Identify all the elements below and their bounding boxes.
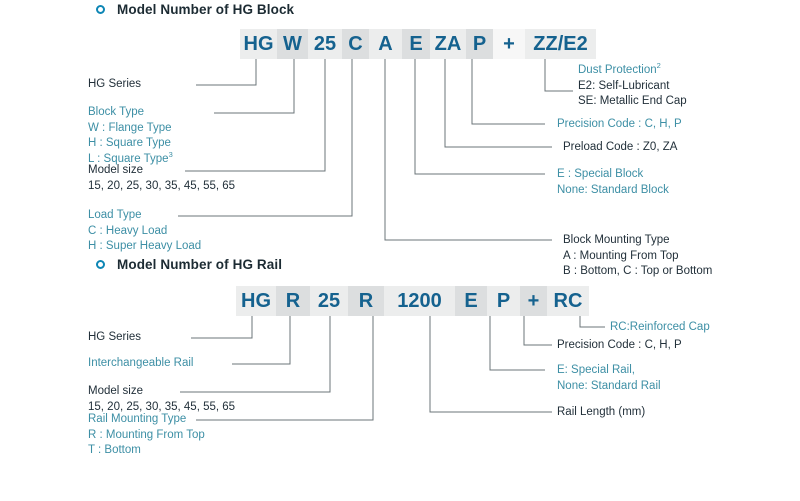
note-special-block: E : Special Block None: Standard Block xyxy=(557,168,669,196)
rail-token-plus: + xyxy=(520,286,547,316)
note-dust-protection: Dust Protection2 E2: Self-Lubricant SE: … xyxy=(578,61,687,107)
footnote-marker-2: 2 xyxy=(656,61,661,71)
footnote-marker-3: 3 xyxy=(168,149,173,159)
note-model-size-rail: Model size 15, 20, 25, 30, 35, 45, 55, 6… xyxy=(88,385,236,413)
rail-token-cap[interactable]: RC xyxy=(547,286,589,316)
note-block-mounting-type: Block Mounting Type A : Mounting From To… xyxy=(563,234,713,277)
rail-section-title: Model Number of HG Rail xyxy=(117,257,283,272)
block-token-series[interactable]: HG xyxy=(240,29,277,59)
rail-token-interchange[interactable]: R xyxy=(276,286,310,316)
ring-bullet-icon xyxy=(96,5,105,14)
block-token-block-type[interactable]: W xyxy=(277,29,308,59)
note-special-rail: E: Special Rail, None: Standard Rail xyxy=(557,364,661,392)
note-reinforced-cap: RC:Reinforced Cap xyxy=(610,321,710,333)
block-token-precision[interactable]: P xyxy=(466,29,493,59)
block-token-size[interactable]: 25 xyxy=(308,29,342,59)
block-token-plus: + xyxy=(493,29,525,59)
note-rail-length: Rail Length (mm) xyxy=(557,406,646,418)
rail-code-row: HG R 25 R 1200 E P + RC xyxy=(236,286,589,316)
rail-section-header: Model Number of HG Rail xyxy=(96,257,282,272)
ring-bullet-icon xyxy=(96,260,105,269)
note-hg-series-block: HG Series xyxy=(88,78,142,90)
rail-token-series[interactable]: HG xyxy=(236,286,276,316)
block-token-load-type[interactable]: C xyxy=(342,29,369,59)
note-precision-code-block: Precision Code : C, H, P xyxy=(557,118,682,130)
note-block-type: Block Type W : Flange Type H : Square Ty… xyxy=(88,106,173,165)
note-load-type: Load Type C : Heavy Load H : Super Heavy… xyxy=(88,209,202,252)
rail-token-precision[interactable]: P xyxy=(487,286,520,316)
note-rail-mounting-type: Rail Mounting Type R : Mounting From Top… xyxy=(88,413,205,456)
block-token-dust[interactable]: ZZ/E2 xyxy=(525,29,596,59)
note-precision-code-rail: Precision Code : C, H, P xyxy=(557,339,682,351)
note-hg-series-rail: HG Series xyxy=(88,331,142,343)
rail-token-size[interactable]: 25 xyxy=(310,286,348,316)
note-interchangeable-rail: Interchangeable Rail xyxy=(88,357,194,369)
block-token-preload[interactable]: ZA xyxy=(430,29,466,59)
block-section-header: Model Number of HG Block xyxy=(96,2,294,17)
note-preload-code: Preload Code : Z0, ZA xyxy=(563,141,678,153)
rail-token-length[interactable]: 1200 xyxy=(384,286,455,316)
note-model-size-block: Model size 15, 20, 25, 30, 35, 45, 55, 6… xyxy=(88,164,236,192)
rail-token-special[interactable]: E xyxy=(455,286,487,316)
block-token-special[interactable]: E xyxy=(402,29,430,59)
block-section-title: Model Number of HG Block xyxy=(117,2,295,17)
block-code-row: HG W 25 C A E ZA P + ZZ/E2 xyxy=(240,29,596,59)
block-token-mounting[interactable]: A xyxy=(369,29,402,59)
rail-token-mounting[interactable]: R xyxy=(348,286,384,316)
